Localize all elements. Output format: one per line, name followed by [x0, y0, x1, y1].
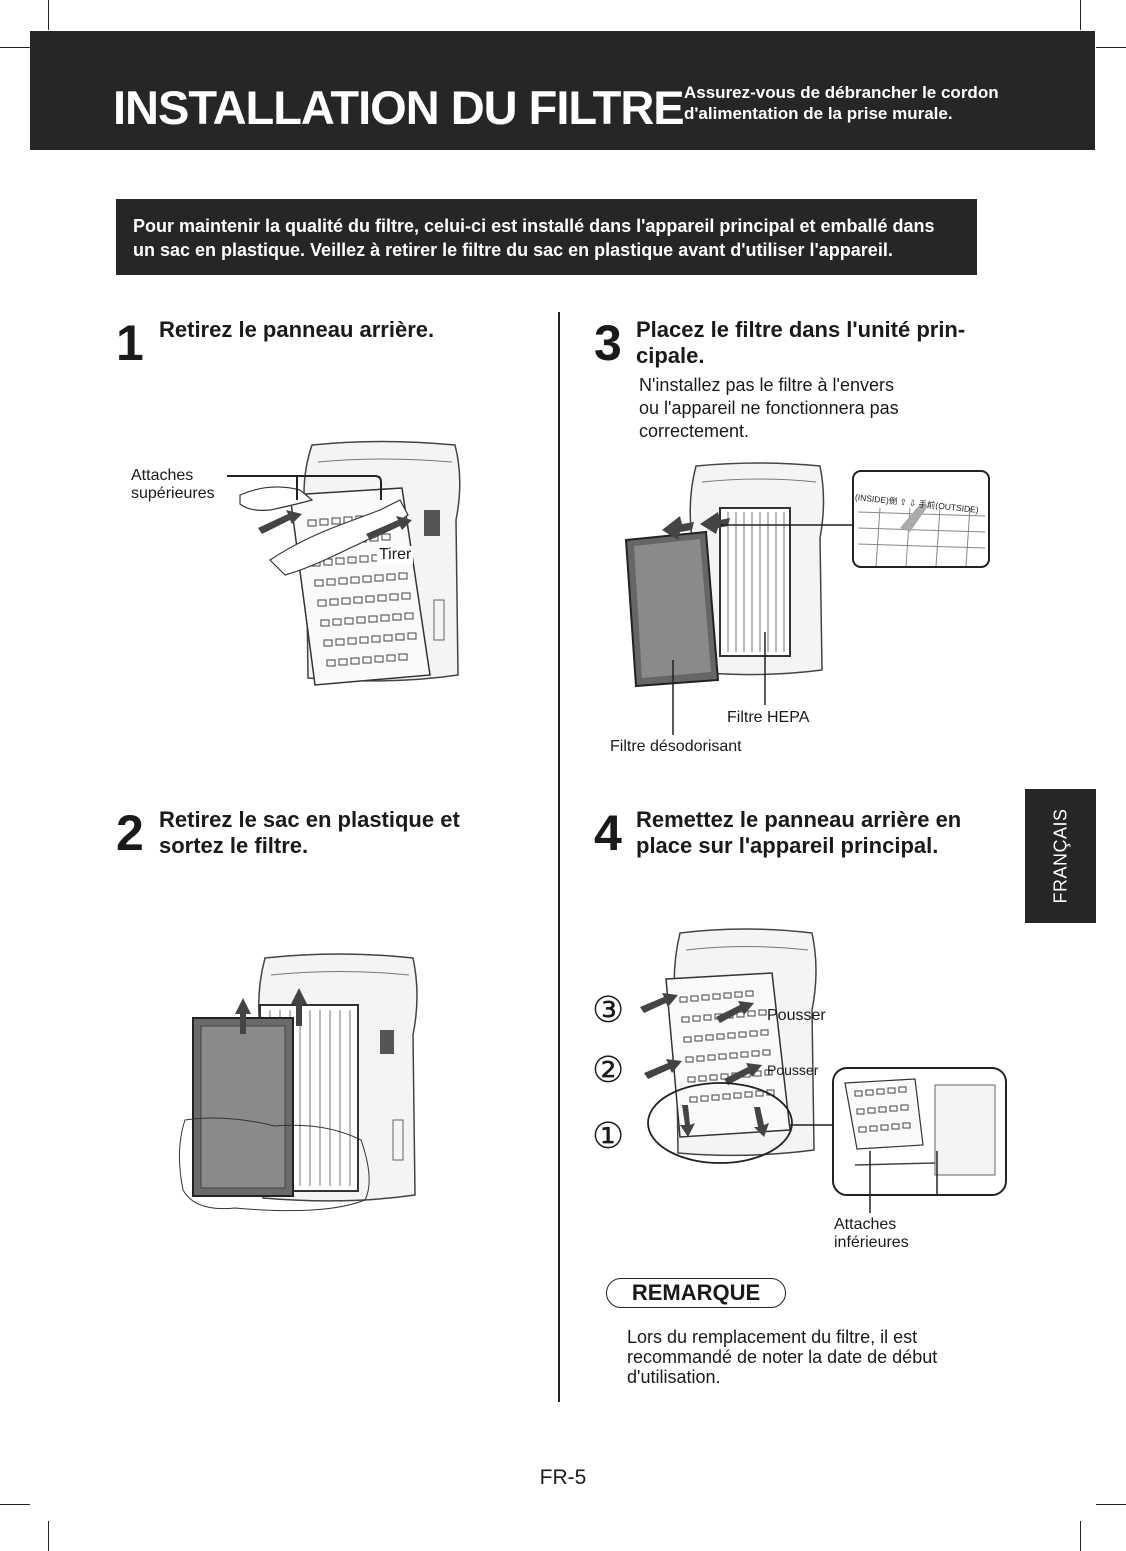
step-3-number: 3: [594, 315, 622, 371]
crop-mark: [1080, 1521, 1081, 1551]
remark-heading: REMARQUE: [606, 1278, 786, 1308]
crop-mark: [0, 1504, 30, 1505]
step-1-number: 1: [116, 315, 144, 371]
step-2-number: 2: [116, 805, 144, 861]
circle-3-label: ③: [592, 989, 625, 1030]
bottom-hooks-inset: [789, 1067, 1007, 1213]
page-title: INSTALLATION DU FILTRE: [113, 81, 685, 134]
step-1-title: Retirez le panneau arrière.: [159, 317, 435, 342]
crop-mark: [1096, 47, 1126, 48]
step-3-illustration: [624, 462, 825, 688]
column-divider: [558, 312, 560, 1402]
crop-mark: [0, 47, 30, 48]
step-4-number: 4: [594, 805, 622, 861]
step-4-illustration: [640, 928, 817, 1164]
pull-label: Tirer: [377, 546, 414, 564]
page-number: FR-5: [539, 1466, 587, 1489]
crop-mark: [48, 0, 49, 30]
language-tab: FRANÇAIS: [1025, 789, 1096, 923]
step-3-note: N'installez pas le filtre à l'envers ou …: [639, 375, 899, 441]
crop-mark: [48, 1521, 49, 1551]
orientation-inset: [720, 470, 990, 568]
header-warning: Assurez-vous de débrancher le cordon d'a…: [684, 83, 999, 123]
top-hooks-leader: [227, 475, 382, 500]
step-3-leaders: [672, 632, 766, 735]
hepa-label: Filtre HEPA: [727, 709, 810, 726]
step-2-title: Retirez le sac en plastique et sortez le…: [159, 807, 460, 858]
deodorizing-label: Filtre désodorisant: [610, 738, 742, 755]
bottom-hooks-label: Attaches inférieures: [834, 1216, 909, 1251]
notice-box: Pour maintenir la qualité du filtre, cel…: [116, 199, 977, 275]
crop-mark: [1096, 1504, 1126, 1505]
crop-mark: [1080, 0, 1081, 30]
top-hooks-label: Attaches supérieures: [131, 467, 215, 502]
step-4-title: Remettez le panneau arrière en place sur…: [636, 807, 962, 858]
push-label-upper: Pousser: [767, 1007, 826, 1024]
step-3-title: Placez le filtre dans l'unité prin- cipa…: [636, 317, 966, 368]
header-bar: [30, 31, 1095, 150]
circle-1-label: ①: [592, 1115, 625, 1156]
push-label-lower: Pousser: [767, 1062, 819, 1078]
step-2-illustration: [178, 953, 418, 1212]
remark-text: Lors du remplacement du filtre, il est r…: [627, 1327, 938, 1387]
circle-2-label: ②: [592, 1049, 625, 1090]
